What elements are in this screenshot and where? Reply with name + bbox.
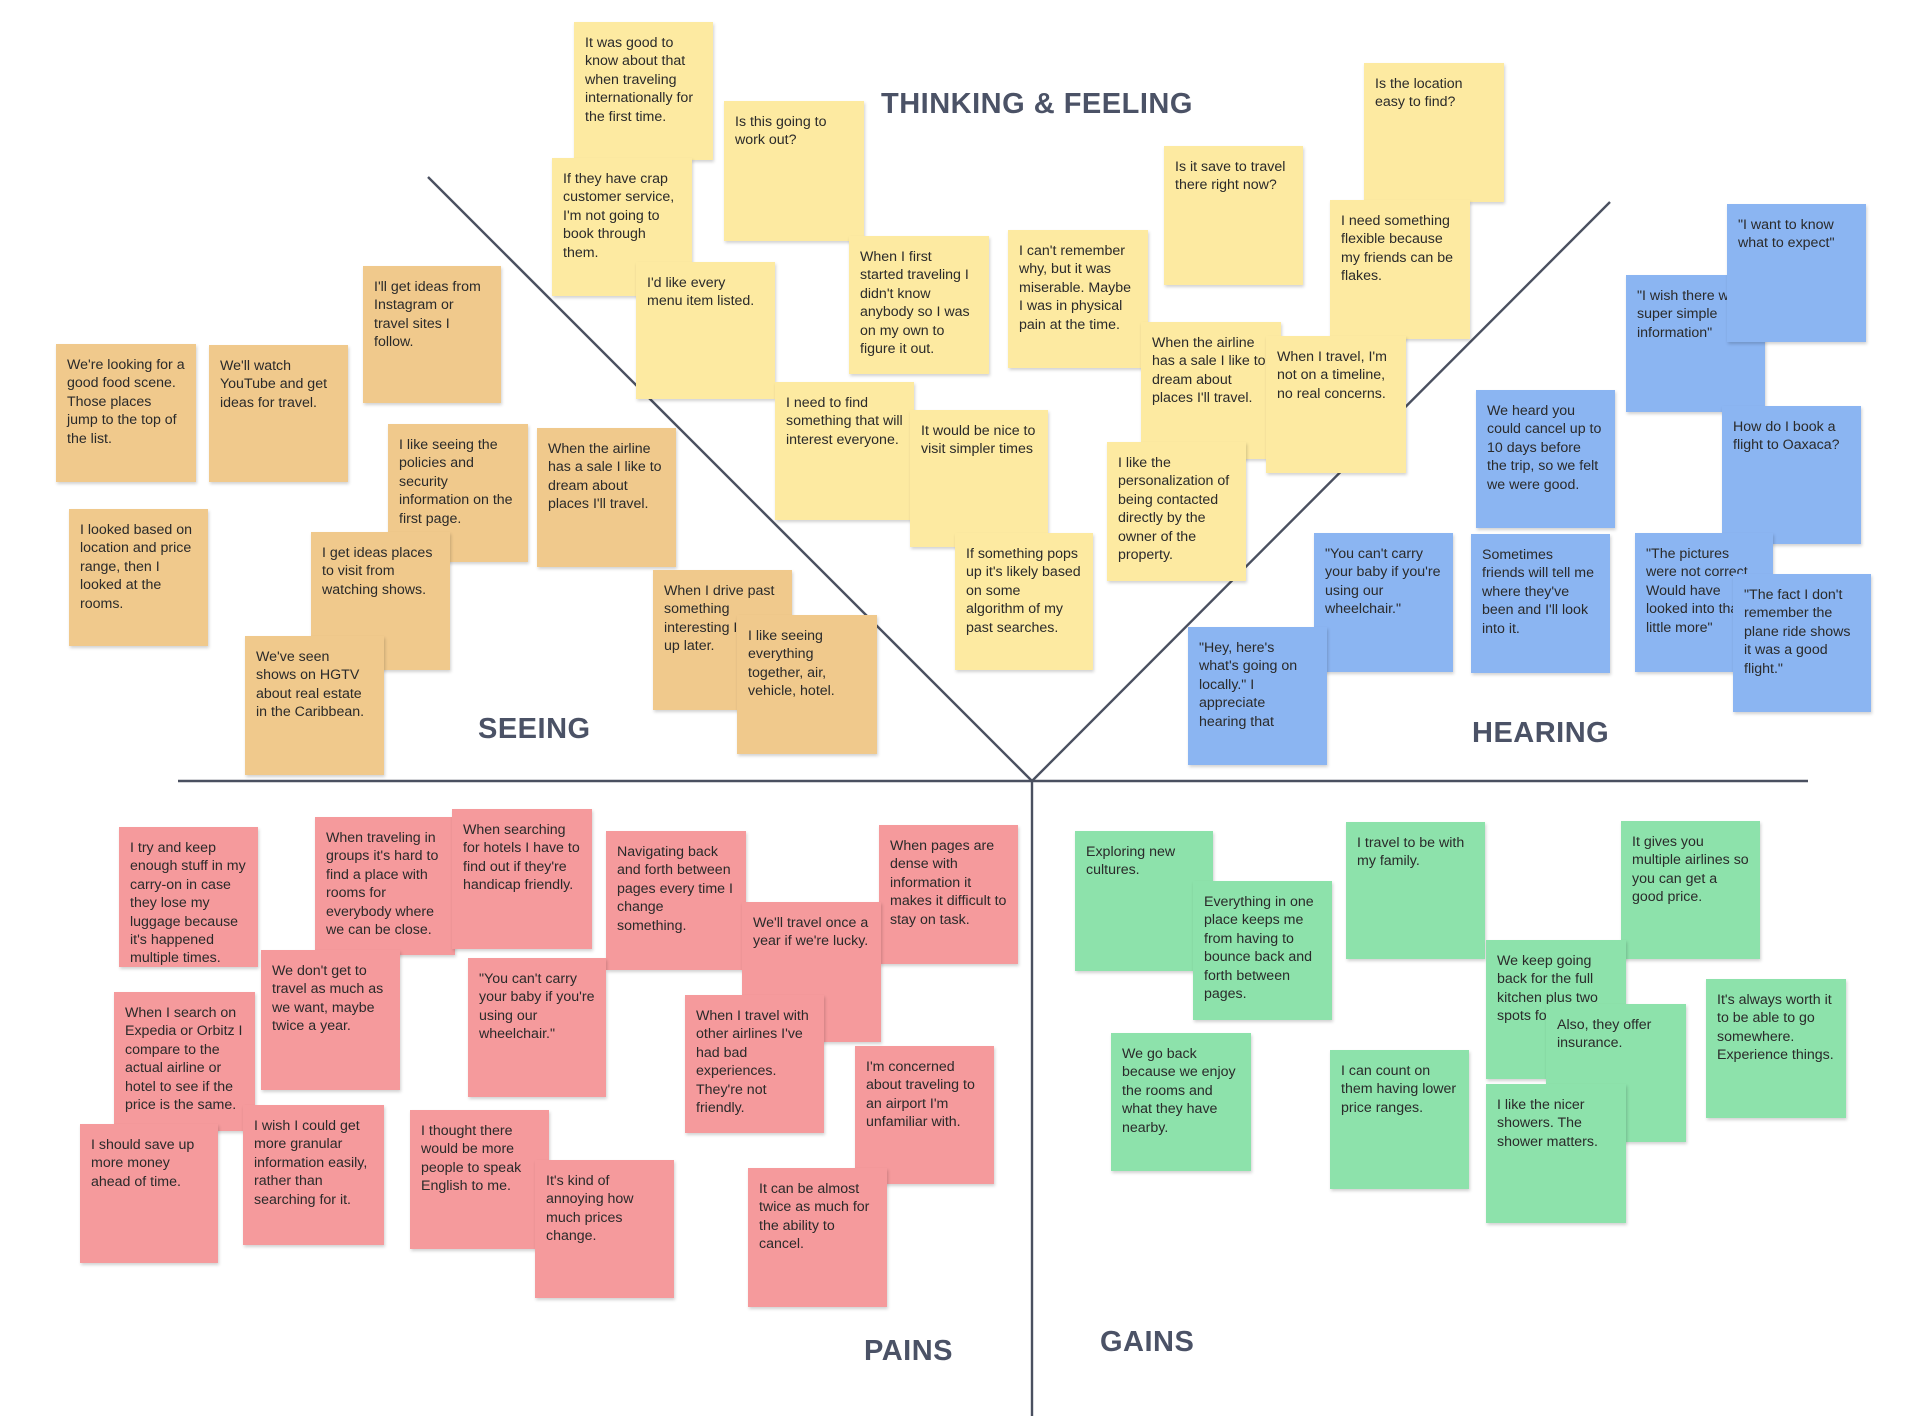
sticky-note[interactable]: Everything in one place keeps me from ha… xyxy=(1193,881,1332,1020)
sticky-note[interactable]: "You can't carry your baby if you're usi… xyxy=(1314,533,1453,672)
sticky-note[interactable]: I like the nicer showers. The shower mat… xyxy=(1486,1084,1626,1223)
sticky-note[interactable]: When searching for hotels I have to find… xyxy=(452,809,592,949)
sticky-note[interactable]: Navigating back and forth between pages … xyxy=(606,831,746,970)
sticky-note[interactable]: When I first started traveling I didn't … xyxy=(849,236,989,374)
sticky-note[interactable]: I like seeing everything together, air, … xyxy=(737,615,877,754)
sticky-note[interactable]: Exploring new cultures. xyxy=(1075,831,1213,971)
section-title-thinking: THINKING & FEELING xyxy=(881,88,1193,120)
sticky-note[interactable]: When I search on Expedia or Orbitz I com… xyxy=(114,992,255,1131)
sticky-note[interactable]: I can't remember why, but it was miserab… xyxy=(1008,230,1148,368)
sticky-note[interactable]: How do I book a flight to Oaxaca? xyxy=(1722,406,1861,544)
sticky-note[interactable]: If something pops up it's likely based o… xyxy=(955,533,1093,670)
sticky-note[interactable]: I like the personalization of being cont… xyxy=(1107,442,1246,581)
sticky-note[interactable]: When pages are dense with information it… xyxy=(879,825,1018,964)
sticky-note[interactable]: I travel to be with my family. xyxy=(1346,822,1485,959)
sticky-note[interactable]: We're looking for a good food scene. Tho… xyxy=(56,344,196,482)
section-title-hearing: HEARING xyxy=(1472,717,1610,749)
sticky-note[interactable]: I can count on them having lower price r… xyxy=(1330,1050,1469,1189)
sticky-note[interactable]: If they have crap customer service, I'm … xyxy=(552,158,692,296)
sticky-note[interactable]: I thought there would be more people to … xyxy=(410,1110,549,1249)
sticky-note[interactable]: "I want to know what to expect" xyxy=(1727,204,1866,342)
sticky-note[interactable]: When traveling in groups it's hard to fi… xyxy=(315,817,455,955)
sticky-note[interactable]: Is it save to travel there right now? xyxy=(1164,146,1303,285)
sticky-note[interactable]: I like seeing the policies and security … xyxy=(388,424,528,562)
sticky-note[interactable]: Is this going to work out? xyxy=(724,101,864,241)
sticky-note[interactable]: We don't get to travel as much as we wan… xyxy=(261,950,400,1090)
sticky-note[interactable]: I'm concerned about traveling to an airp… xyxy=(855,1046,994,1184)
section-title-pains: PAINS xyxy=(864,1335,953,1367)
sticky-note[interactable]: "Hey, here's what's going on locally." I… xyxy=(1188,627,1327,765)
divider-diagonal-left xyxy=(427,176,1033,782)
sticky-note[interactable]: "You can't carry your baby if you're usi… xyxy=(468,958,606,1097)
divider-diagonal-right xyxy=(1031,201,1611,782)
sticky-note[interactable]: It gives you multiple airlines so you ca… xyxy=(1621,821,1760,959)
sticky-note[interactable]: When I travel with other airlines I've h… xyxy=(685,995,824,1133)
sticky-note[interactable]: We heard you could cancel up to 10 days … xyxy=(1476,390,1615,528)
sticky-note[interactable]: I wish I could get more granular informa… xyxy=(243,1105,384,1245)
sticky-note[interactable]: I should save up more money ahead of tim… xyxy=(80,1124,218,1263)
section-title-gains: GAINS xyxy=(1100,1326,1195,1358)
sticky-note[interactable]: I looked based on location and price ran… xyxy=(69,509,208,646)
sticky-note[interactable]: It was good to know about that when trav… xyxy=(574,22,713,160)
sticky-note[interactable]: We go back because we enjoy the rooms an… xyxy=(1111,1033,1251,1171)
sticky-note[interactable]: I'd like every menu item listed. xyxy=(636,262,775,399)
sticky-note[interactable]: I need to find something that will inter… xyxy=(775,382,914,520)
sticky-note[interactable]: Is the location easy to find? xyxy=(1364,63,1504,202)
sticky-note[interactable]: It would be nice to visit simpler times xyxy=(910,410,1048,547)
sticky-note[interactable]: I try and keep enough stuff in my carry-… xyxy=(119,827,258,967)
section-title-seeing: SEEING xyxy=(478,713,591,745)
sticky-note[interactable]: Sometimes friends will tell me where the… xyxy=(1471,534,1610,673)
sticky-note[interactable]: I'll get ideas from Instagram or travel … xyxy=(363,266,501,403)
sticky-note[interactable]: I need something flexible because my fri… xyxy=(1330,200,1470,339)
sticky-note[interactable]: It's always worth it to be able to go so… xyxy=(1706,979,1846,1118)
sticky-note[interactable]: We'll watch YouTube and get ideas for tr… xyxy=(209,345,348,482)
sticky-note[interactable]: When the airline has a sale I like to dr… xyxy=(537,428,676,567)
sticky-note[interactable]: When I travel, I'm not on a timeline, no… xyxy=(1266,336,1406,473)
sticky-note[interactable]: We've seen shows on HGTV about real esta… xyxy=(245,636,384,775)
sticky-note[interactable]: It can be almost twice as much for the a… xyxy=(748,1168,887,1307)
sticky-note[interactable]: When the airline has a sale I like to dr… xyxy=(1141,322,1281,459)
sticky-note[interactable]: It's kind of annoying how much prices ch… xyxy=(535,1160,674,1298)
sticky-note[interactable]: "The fact I don't remember the plane rid… xyxy=(1733,574,1871,712)
